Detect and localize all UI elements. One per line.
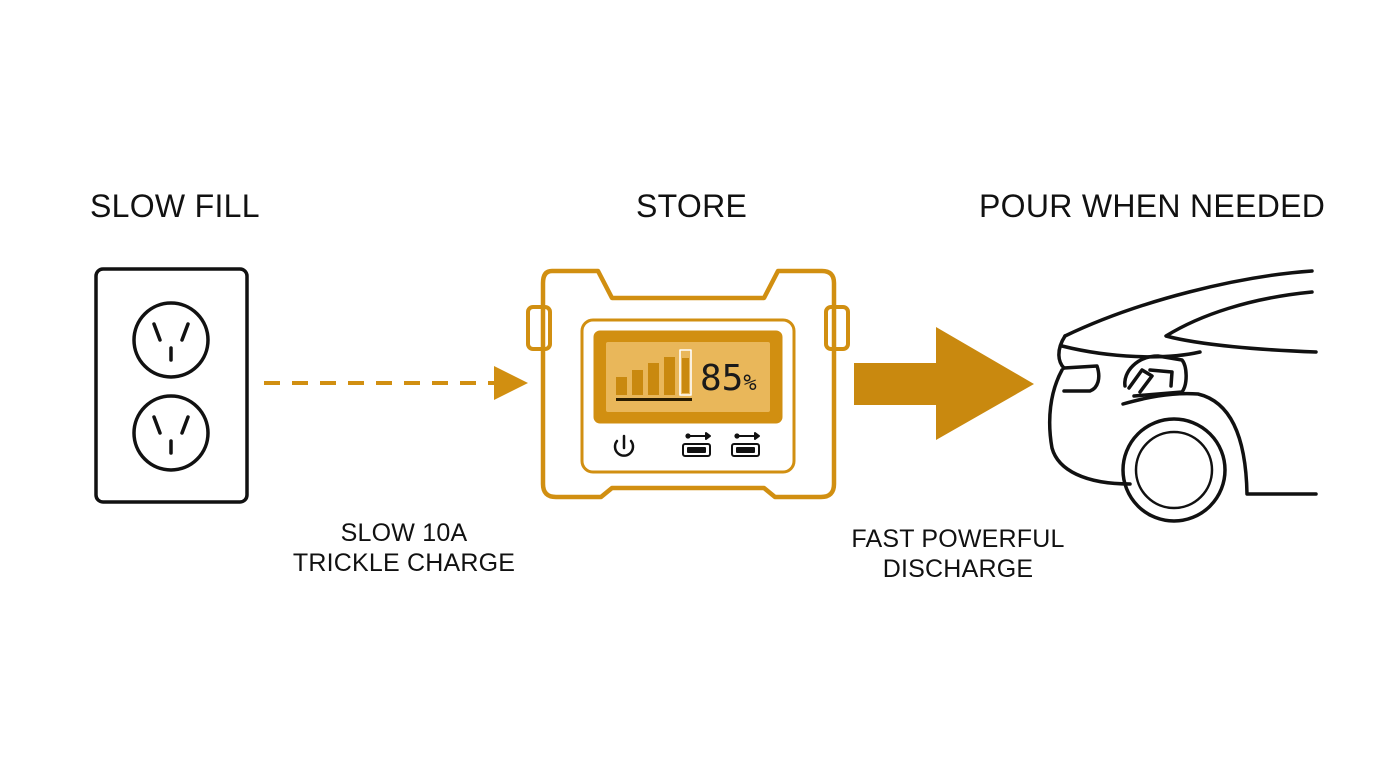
- caption-line: DISCHARGE: [882, 555, 1034, 583]
- usb-port-icon: [731, 432, 760, 457]
- fast-discharge-arrow: [854, 327, 1034, 440]
- usb-port-icon: [682, 432, 711, 457]
- pour-when-needed-heading: POUR WHEN NEEDED: [979, 188, 1326, 224]
- trickle-charge-caption: SLOW 10A TRICKLE CHARGE: [282, 518, 526, 578]
- slow-fill-heading: SLOW FILL: [90, 188, 260, 224]
- power-station-icon: [526, 268, 850, 500]
- store-heading: STORE: [636, 188, 748, 224]
- caption-line: TRICKLE CHARGE: [292, 549, 516, 577]
- battery-percent-value: 85: [700, 358, 744, 399]
- caption-line: SLOW 10A: [340, 519, 468, 547]
- battery-percent-unit: %: [743, 371, 757, 396]
- electric-car-icon: [1047, 269, 1318, 523]
- discharge-caption: FAST POWERFUL DISCHARGE: [836, 524, 1080, 584]
- battery-percentage: 85%: [700, 359, 757, 404]
- trickle-charge-arrow: [264, 366, 528, 400]
- caption-line: FAST POWERFUL: [851, 525, 1065, 553]
- power-button-icon: [613, 434, 635, 457]
- charge-level-bars: [616, 349, 692, 401]
- wall-outlet-icon: [94, 267, 249, 504]
